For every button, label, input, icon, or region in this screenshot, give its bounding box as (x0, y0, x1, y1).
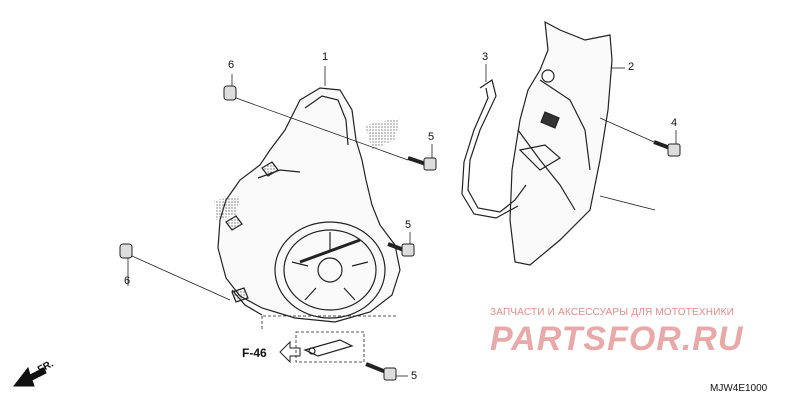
callout-2: 2 (628, 61, 635, 73)
callout-4: 4 (671, 117, 678, 129)
leader-lines (127, 64, 677, 377)
watermark-brand: PARTSFOR.RU (490, 320, 744, 358)
reference-label: F-46 (242, 346, 267, 360)
callout-5-upper: 5 (428, 131, 435, 143)
sprocket-cover (509, 20, 613, 266)
callout-3: 3 (482, 51, 489, 63)
watermark-tagline: ЗАПЧАСТИ И АКСЕССУАРЫ ДЛЯ МОТОТЕХНИКИ (490, 307, 735, 318)
reference-arrow (279, 340, 301, 364)
callout-6-lower: 6 (124, 275, 131, 287)
bolts (119, 85, 681, 381)
callout-5-middle: 5 (405, 219, 412, 231)
clamp (303, 339, 354, 357)
callout-6-upper: 6 (228, 59, 235, 71)
direction-arrow (12, 366, 47, 387)
callout-5-lower: 5 (411, 370, 418, 382)
bracket (461, 79, 527, 219)
callout-1: 1 (322, 51, 329, 63)
generator-cover (214, 87, 401, 323)
drawing-code: MJW4E1000 (710, 383, 768, 394)
